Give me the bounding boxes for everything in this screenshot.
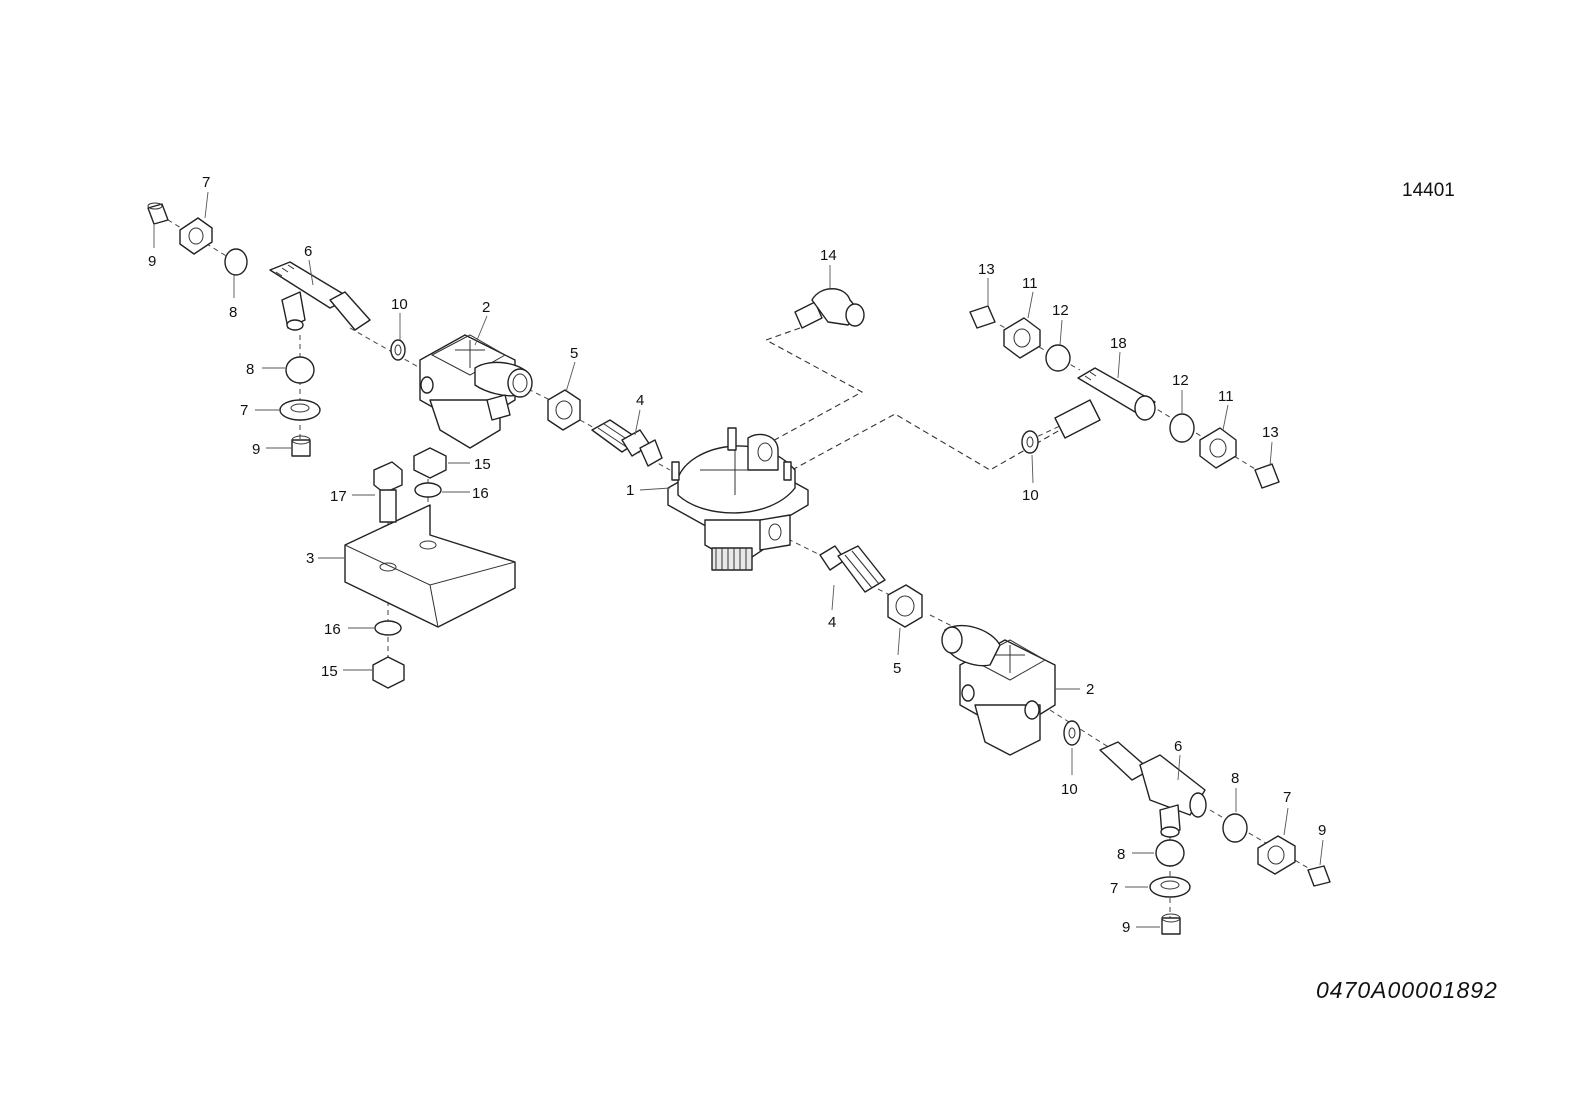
callout-18: 18 — [1110, 335, 1127, 352]
lock-nut-7a — [179, 217, 213, 255]
washer-16a — [414, 482, 442, 498]
sleeve-9a — [147, 202, 169, 225]
callout-8: 8 — [1231, 770, 1239, 787]
sheet-number: 14401 — [1402, 180, 1455, 201]
callout-6: 6 — [1174, 738, 1182, 755]
tee-fitting-upper-left — [269, 261, 371, 331]
sleeve-9c — [1307, 865, 1331, 887]
callout-17: 17 — [330, 488, 347, 505]
air-line-routes — [759, 327, 1061, 471]
lock-nut-7d — [1149, 876, 1191, 898]
callout-10: 10 — [391, 296, 408, 313]
callout-15: 15 — [321, 663, 338, 680]
lock-nut-11a — [1003, 317, 1041, 359]
bolt-17 — [373, 461, 403, 523]
olive-8c — [1222, 813, 1248, 843]
callout-8: 8 — [229, 304, 237, 321]
callout-16: 16 — [324, 621, 341, 638]
sleeve-9b — [291, 435, 311, 457]
hose-fitting-upper — [591, 419, 663, 467]
valve-lower-right — [941, 624, 1056, 756]
hex-nut-upper — [547, 389, 581, 431]
callout-9: 9 — [252, 441, 260, 458]
callout-5: 5 — [570, 345, 578, 362]
olive-12a — [1045, 344, 1071, 372]
callout-8: 8 — [1117, 846, 1125, 863]
callout-1: 1 — [626, 482, 634, 499]
callout-7: 7 — [240, 402, 248, 419]
callout-9: 9 — [148, 253, 156, 270]
callout-labels: 7 9 8 6 10 2 5 4 1 8 7 9 15 16 17 3 16 1… — [148, 174, 1326, 936]
callout-14: 14 — [820, 247, 837, 264]
olive-8a — [224, 248, 248, 276]
callout-4: 4 — [828, 614, 836, 631]
lock-nut-7b — [279, 399, 321, 421]
callout-7: 7 — [1283, 789, 1291, 806]
callout-9: 9 — [1318, 822, 1326, 839]
nut-15a — [413, 447, 447, 479]
sleeve-9d — [1161, 913, 1181, 935]
callout-9: 9 — [1122, 919, 1130, 936]
sleeve-13a — [969, 305, 996, 329]
callout-13: 13 — [1262, 424, 1279, 441]
callout-3: 3 — [306, 550, 314, 567]
callout-2: 2 — [1086, 681, 1094, 698]
callout-15: 15 — [474, 456, 491, 473]
washer-16b — [374, 620, 402, 636]
lock-nut-11b — [1199, 427, 1237, 469]
lock-nut-7c — [1257, 835, 1296, 875]
washer-10c — [1063, 720, 1081, 746]
callout-6: 6 — [304, 243, 312, 260]
callout-2: 2 — [482, 299, 490, 316]
callout-8: 8 — [246, 361, 254, 378]
callout-11: 11 — [1218, 388, 1234, 405]
elbow-fitting — [794, 288, 865, 329]
sleeve-13b — [1254, 463, 1280, 489]
callout-16: 16 — [472, 485, 489, 502]
relay-valve — [667, 427, 809, 571]
washer-10a — [390, 339, 406, 361]
tee-fitting-lower-right — [1099, 741, 1207, 838]
callout-4: 4 — [636, 392, 644, 409]
hose-fitting-lower — [819, 545, 886, 593]
olive-8d — [1155, 839, 1185, 867]
callout-5: 5 — [893, 660, 901, 677]
olive-12b — [1169, 413, 1195, 443]
callout-10: 10 — [1022, 487, 1039, 504]
washer-10b — [1021, 430, 1039, 454]
tee-fitting-right — [1054, 367, 1156, 439]
callout-11: 11 — [1022, 275, 1038, 292]
hex-nut-lower — [887, 584, 923, 628]
olive-8b — [285, 356, 315, 384]
mounting-bracket — [344, 504, 516, 628]
leader-lines — [153, 191, 1324, 928]
callout-12: 12 — [1052, 302, 1069, 319]
callout-12: 12 — [1172, 372, 1189, 389]
valve-upper-left — [419, 334, 533, 449]
callout-7: 7 — [202, 174, 210, 191]
callout-10: 10 — [1061, 781, 1078, 798]
callout-7: 7 — [1110, 880, 1118, 897]
drawing-code: 0470A00001892 — [1316, 977, 1498, 1003]
callout-13: 13 — [978, 261, 995, 278]
nut-15b — [372, 656, 405, 689]
